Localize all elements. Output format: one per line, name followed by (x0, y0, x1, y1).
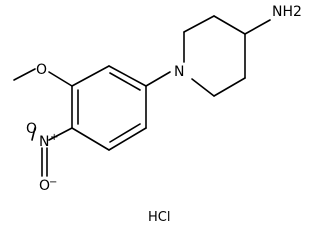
hcl-salt-label: HCl (148, 210, 170, 225)
nitro-plus-charge: + (50, 132, 58, 143)
methoxy-group (13, 68, 73, 87)
nitro-oxygen-top-label: O (26, 121, 37, 137)
structure-diagram: NH2 N O N + O O − HCl (13, 4, 302, 225)
ring-nitrogen-label: N (174, 64, 184, 80)
piperidine-ring (183, 15, 246, 97)
nitro-nitrogen-label: N (39, 134, 49, 150)
c-nh2-bond (244, 19, 271, 35)
molecule-drawing: NH2 N O N + O O − HCl (13, 4, 302, 225)
nitro-oxygen-bottom-label: O (39, 178, 50, 194)
amine-label: NH2 (272, 4, 302, 20)
nitro-group (31, 127, 73, 177)
methoxy-oxygen-label: O (36, 62, 47, 78)
nitro-minus-charge: − (49, 177, 57, 188)
aryl-n-bond (145, 71, 171, 87)
benzene-ring (71, 65, 147, 151)
